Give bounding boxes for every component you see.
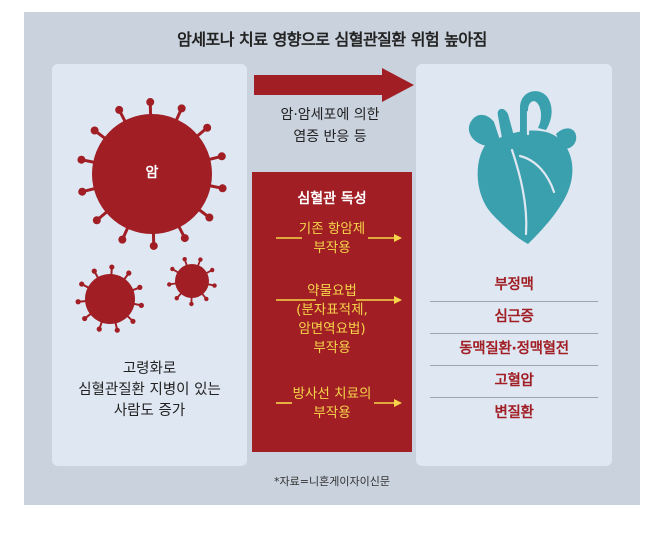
aging-line-1: 고령화로 (122, 361, 177, 377)
arrow-right-icon (254, 68, 414, 102)
virus-spike-knob (130, 318, 136, 324)
toxicity-item-radiation-line-2: 부작용 (313, 405, 351, 421)
virus-spike-knob (182, 256, 187, 262)
virus-spike-knob (109, 264, 115, 270)
virus-spike-knob (137, 284, 143, 290)
toxicity-item-drug-line-3: 암면역요법) (298, 321, 366, 337)
virus-spike-knob (115, 105, 124, 114)
aging-line-3: 사람도 증가 (113, 403, 186, 419)
virus-spike-knob (90, 126, 99, 135)
infographic-title: 암세포나 치료 영향으로 심혈관질환 위험 높아짐 (177, 30, 487, 49)
disease-valvular: 변질환 (494, 405, 534, 421)
toxicity-item-chemo: 기존 항암제 부작용 (252, 220, 412, 258)
virus-spike-knob (75, 299, 81, 305)
toxicity-arrows (276, 234, 402, 407)
virus-spike-knob (204, 296, 209, 302)
virus-spike-knob (177, 104, 186, 113)
virus-spike-knob (114, 327, 120, 333)
virus-spike-knob (205, 213, 214, 222)
virus-spike-knob (180, 234, 189, 243)
virus-spike-knob (198, 257, 203, 262)
heart-icon (468, 91, 577, 244)
cardiotoxicity-block: 심혈관 독성 기존 항암제 부작용 약물요법 (분자표적제, 암면역요법) 부작… (252, 172, 412, 452)
virus-spike-knob (79, 281, 85, 287)
mechanism-line-1: 암·암세포에 의한 (280, 107, 380, 123)
virus-spike-knob (138, 302, 144, 308)
virus-spike-knob (96, 326, 102, 332)
disease-arrhythmia: 부정맥 (430, 270, 598, 302)
infographic-panel: 암세포나 치료 영향으로 심혈관질환 위험 높아짐 암 고령화로 심혈관질환 지… (24, 12, 640, 505)
virus-spike-knob (203, 123, 212, 132)
toxicity-item-drug-line-1: 약물요법 (307, 283, 357, 299)
disease-hypertension: 고혈압 (430, 366, 598, 398)
toxicity-item-radiation-line-1: 방사선 치료의 (292, 386, 372, 402)
virus-spike-knob (189, 301, 194, 307)
toxicity-item-chemo-line-2: 부작용 (313, 240, 351, 256)
cancer-label: 암 (145, 165, 159, 181)
toxicity-item-drug-therapy: 약물요법 (분자표적제, 암면역요법) 부작용 (252, 282, 412, 358)
cardiotoxicity-title: 심혈관 독성 (297, 191, 367, 207)
virus-spike-knob (82, 315, 88, 322)
virus-spike-knob (118, 235, 127, 244)
toxicity-item-drug-line-2: (분자표적제, (296, 302, 368, 318)
virus-spike-knob (146, 98, 155, 107)
virus-spike-knob (149, 241, 158, 250)
virus-spike-knob (210, 267, 215, 273)
virus-spike-knob (217, 152, 226, 161)
disease-vascular-thrombosis: 동맥질환·정맥혈전 (430, 334, 598, 366)
virus-spike-knob (212, 283, 217, 288)
virus-spike-knob (174, 296, 179, 301)
source-note: *자료=니혼게이자이신문 (274, 475, 390, 488)
cardiovascular-disease-list: 부정맥 심근증 동맥질환·정맥혈전 고혈압 변질환 (430, 270, 598, 429)
toxicity-item-radiation: 방사선 치료의 부작용 (252, 385, 412, 423)
aging-line-2: 심혈관질환 지병이 있는 (78, 382, 221, 398)
virus-spike-knob (92, 216, 101, 225)
aging-description: 고령화로 심혈관질환 지병이 있는 사람도 증가 (52, 359, 247, 422)
toxicity-item-chemo-line-1: 기존 항암제 (298, 221, 366, 237)
cancer-cell-icon (75, 98, 227, 333)
heart-box (416, 64, 612, 466)
virus-spike-knob (170, 266, 175, 272)
disease-cardiomyopathy: 심근증 (430, 302, 598, 334)
virus-spike-knob (218, 184, 227, 193)
virus-spike-knob (78, 187, 87, 196)
virus-spike-knob (126, 270, 132, 276)
mechanism-line-2: 염증 반응 등 (293, 129, 367, 145)
toxicity-item-drug-line-4: 부작용 (313, 340, 351, 356)
virus-spike-knob (91, 268, 97, 274)
virus-spike-knob (167, 282, 172, 287)
virus-spike-knob (77, 155, 86, 164)
inflammation-mechanism: 암·암세포에 의한 염증 반응 등 (250, 104, 410, 148)
